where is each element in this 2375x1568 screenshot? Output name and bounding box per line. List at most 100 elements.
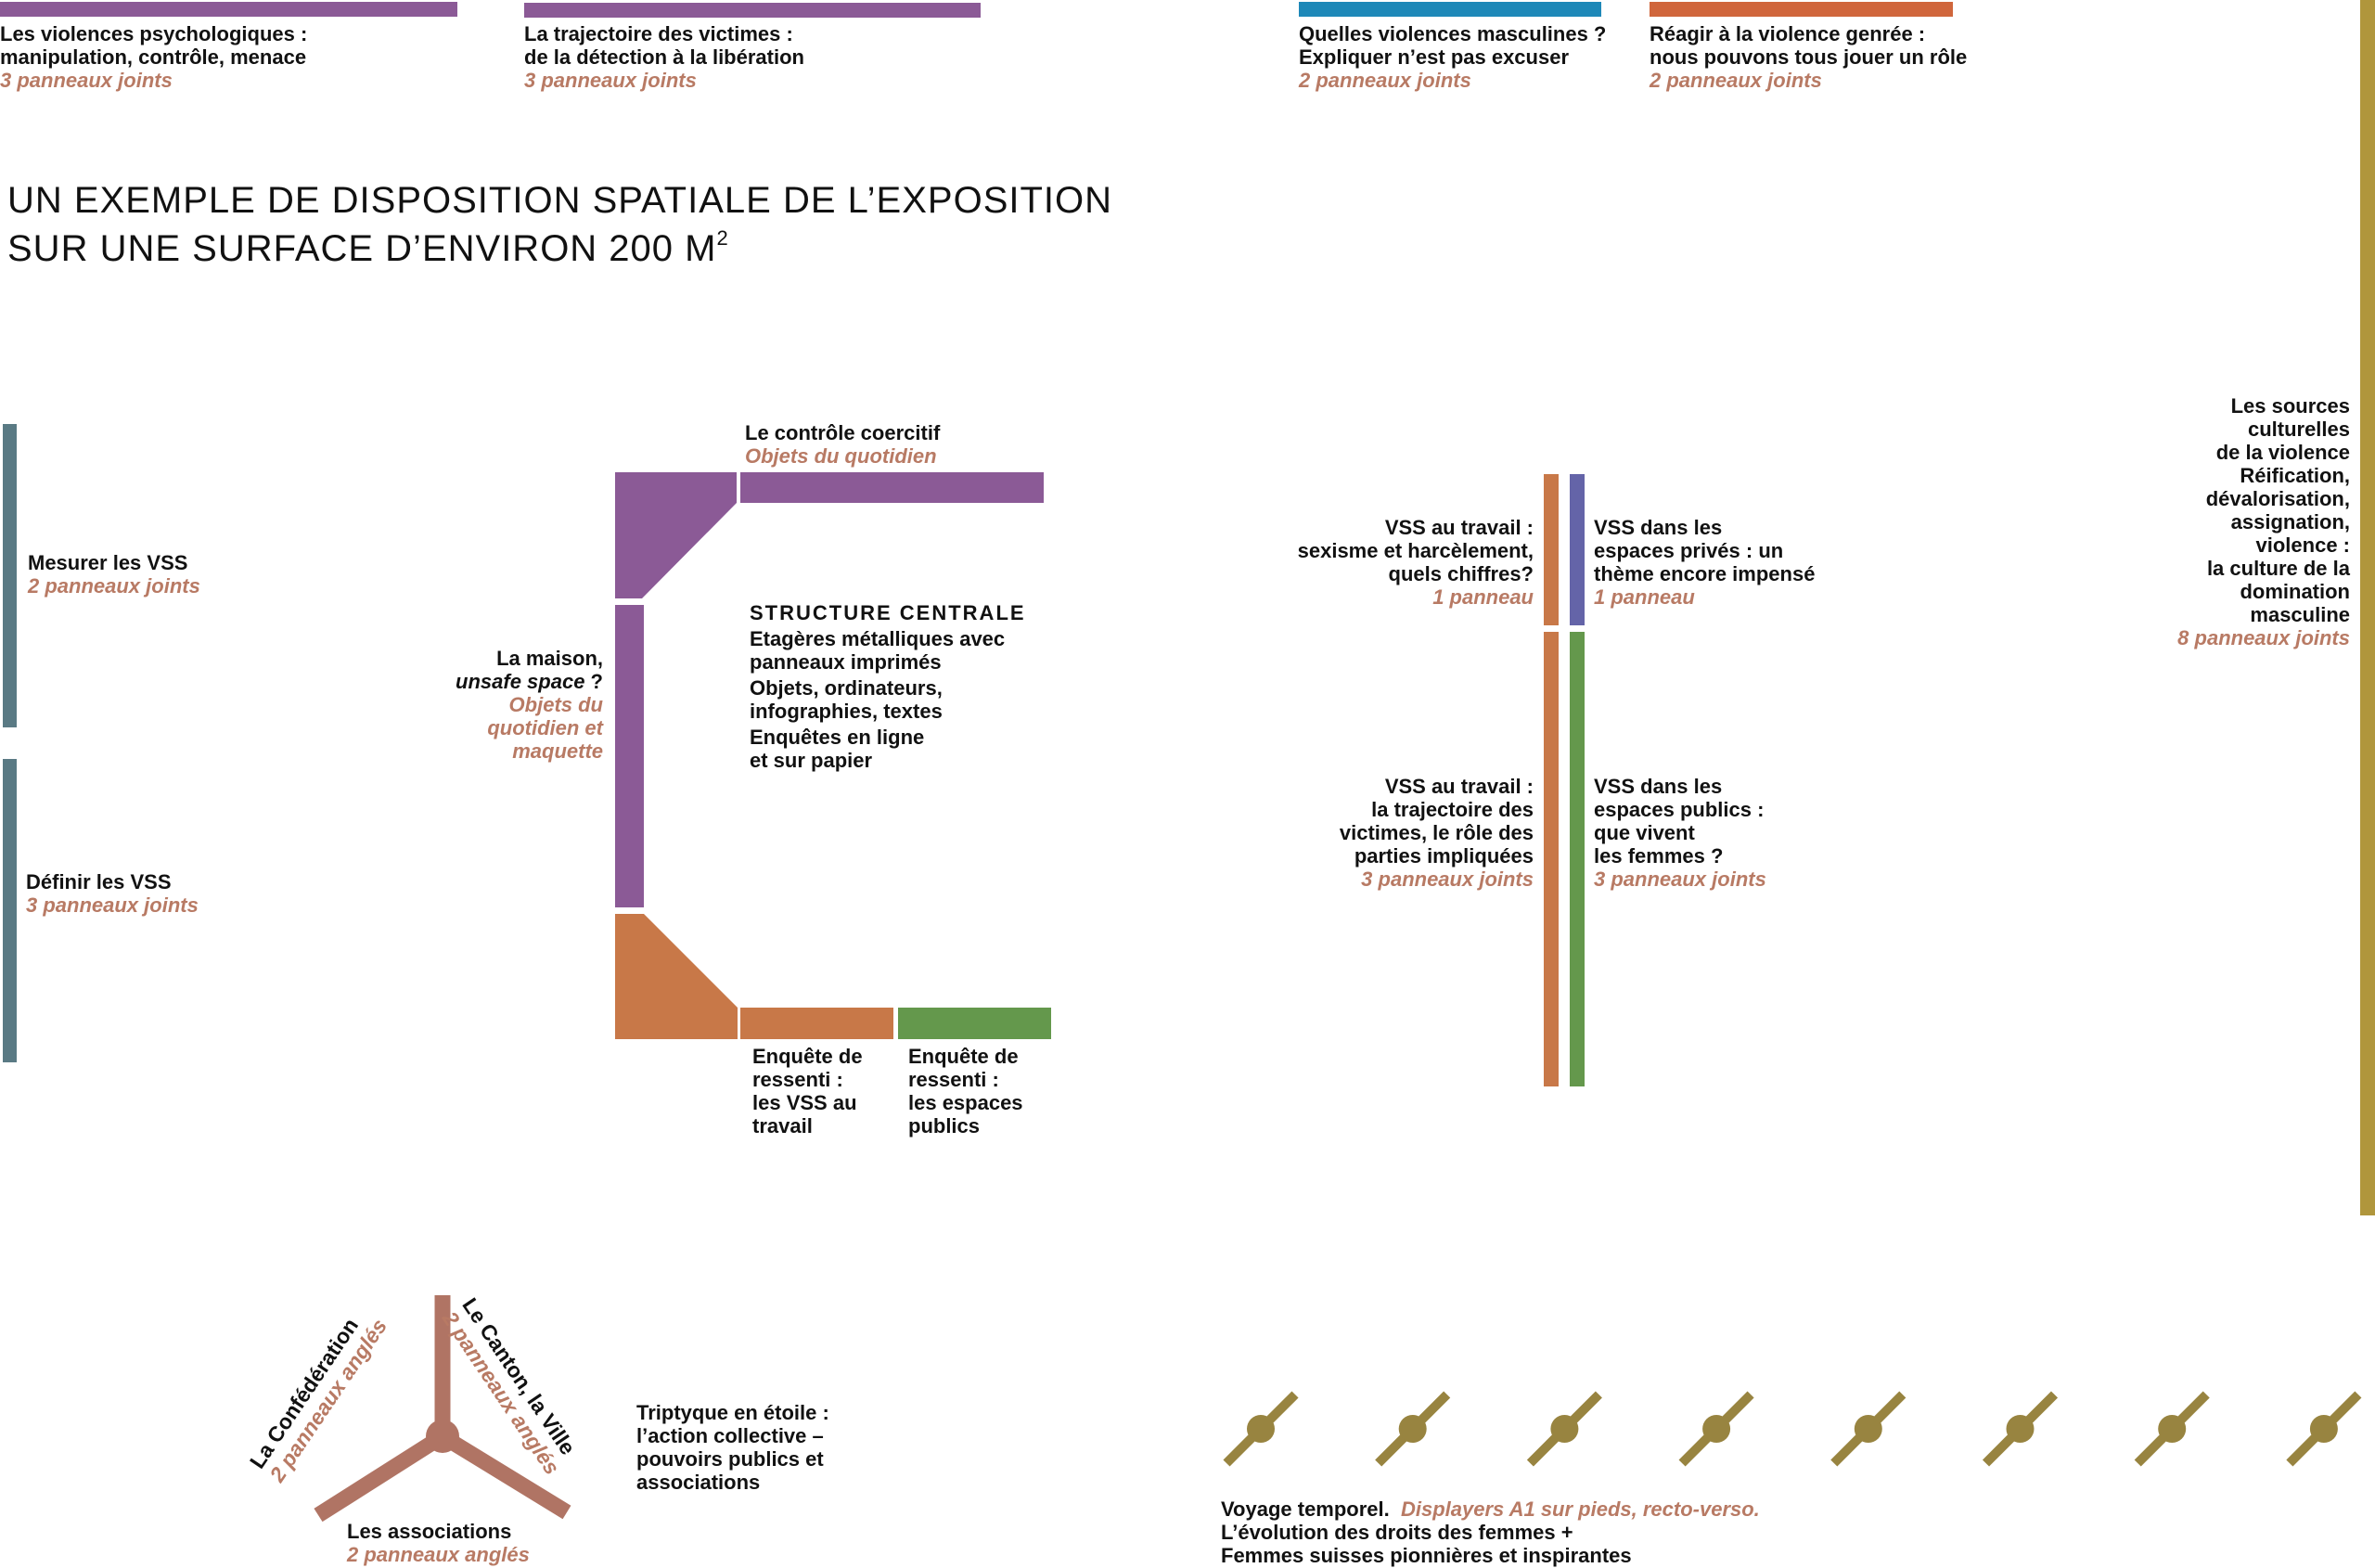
label-maison: La maison, unsafe space ? Objets du quot… <box>456 647 603 763</box>
label-line: assignation, <box>2230 510 2350 533</box>
label-line: domination <box>2240 580 2350 603</box>
title-line-2: SUR UNE SURFACE D’ENVIRON 200 M <box>7 228 717 269</box>
label-triptyque-caption: Triptyque en étoile :l’action collective… <box>636 1401 829 1494</box>
label-sub: 2 panneaux joints <box>1299 69 1471 92</box>
label-masculines: Quelles violences masculines ?Expliquer … <box>1299 22 1606 92</box>
label-line: masculine <box>2250 603 2350 626</box>
label-line: quels chiffres? <box>1388 562 1534 585</box>
label-line: La trajectoire des victimes : <box>524 22 793 45</box>
structure-item: et sur papier <box>750 749 873 772</box>
label-sub: 2 panneaux joints <box>1650 69 1822 92</box>
central-corner-top <box>615 472 737 598</box>
label-line: VSS dans les <box>1594 516 1723 539</box>
central-corner-bottom <box>615 914 738 1039</box>
displayer-icon <box>1982 1391 2059 1467</box>
label-sub: Displayers A1 sur pieds, recto-verso. <box>1401 1497 1760 1521</box>
label-voyage: Voyage temporel. Displayers A1 sur pieds… <box>1221 1497 1760 1567</box>
label-sub: 2 panneaux joints <box>28 574 200 598</box>
triptyque-star <box>314 1295 571 1523</box>
central-bar-coercitif <box>740 472 1044 503</box>
label-line: violence : <box>2255 533 2350 557</box>
label-line: ? <box>584 670 603 693</box>
panel-bar-psychologiques <box>0 2 457 17</box>
structure-item: Enquêtes en ligne <box>750 726 925 749</box>
structure-item: Objets, ordinateurs, <box>750 676 943 700</box>
label-line: que vivent <box>1594 821 1695 844</box>
label-line: Enquête de <box>752 1045 863 1068</box>
label-line: les VSS au <box>752 1091 857 1114</box>
displayer-icon <box>2134 1391 2210 1467</box>
label-line: Femmes suisses pionnières et inspirantes <box>1221 1544 1632 1567</box>
label-line: L’évolution des droits des femmes + <box>1221 1521 1573 1544</box>
label-line: associations <box>636 1471 761 1494</box>
label-line: Réagir à la violence genrée : <box>1650 22 1926 45</box>
label-psychologiques: Les violences psychologiques :manipulati… <box>0 22 307 92</box>
label-sub: maquette <box>512 739 603 763</box>
vss-bar-travail-chiffres <box>1544 474 1559 625</box>
central-bar-maison <box>615 605 644 907</box>
label-sub: 3 panneaux joints <box>26 893 199 917</box>
label-line: Voyage temporel. <box>1221 1497 1390 1521</box>
label-line: espaces publics : <box>1594 798 1765 821</box>
label-trajectoire: La trajectoire des victimes :de la détec… <box>524 22 804 92</box>
label-line: culturelles <box>2247 418 2350 441</box>
label-line: ressenti : <box>752 1068 843 1091</box>
panel-bar-mesurer <box>3 424 17 727</box>
displayer-icon <box>1830 1391 1906 1467</box>
label-line: espaces privés : un <box>1594 539 1784 562</box>
panel-bar-masculines <box>1299 2 1601 17</box>
displayer-icon <box>2286 1391 2362 1467</box>
label-line: VSS au travail : <box>1384 516 1534 539</box>
label-line: de la détection à la libération <box>524 45 804 69</box>
label-sub: Objets du <box>508 693 603 716</box>
label-line: manipulation, contrôle, menace <box>0 45 307 69</box>
label-line: ressenti : <box>908 1068 999 1091</box>
label-line: victimes, le rôle des <box>1339 821 1534 844</box>
panel-bar-trajectoire <box>524 3 981 18</box>
label-line: publics <box>908 1114 981 1137</box>
label-line: Quelles violences masculines ? <box>1299 22 1607 45</box>
panel-bar-sources <box>2360 0 2375 1215</box>
label-sub: 8 panneaux joints <box>2177 626 2350 649</box>
label-sub: 3 panneaux joints <box>524 69 697 92</box>
label-sub: quotidien et <box>487 716 603 739</box>
central-bar-enquete-publics <box>898 1008 1051 1039</box>
page-title: UN EXEMPLE DE DISPOSITION SPATIALE DE L’… <box>7 176 1112 273</box>
label-line: l’action collective – <box>636 1424 824 1447</box>
label-line: La maison, <box>496 647 603 670</box>
vss-bar-prives <box>1570 474 1585 625</box>
label-line: travail <box>752 1114 813 1137</box>
title-superscript: 2 <box>716 226 729 250</box>
label-line: parties impliquées <box>1354 844 1534 868</box>
structure-item: panneaux imprimés <box>750 650 942 674</box>
label-line: Réification, <box>2240 464 2350 487</box>
label-sub: 2 panneaux anglés <box>347 1543 530 1566</box>
label-line-italic: unsafe space <box>456 670 585 693</box>
displayers-row <box>1223 1391 2362 1467</box>
label-sub: Objets du quotidien <box>745 444 937 468</box>
displayer-icon <box>1678 1391 1754 1467</box>
label-sub: 3 panneaux joints <box>1594 868 1766 891</box>
displayer-icon <box>1375 1391 1451 1467</box>
structure-item: infographies, textes <box>750 700 943 723</box>
label-line: les femmes ? <box>1594 844 1724 868</box>
label-line: Les violences psychologiques : <box>0 22 308 45</box>
label-line: VSS au travail : <box>1384 775 1534 798</box>
label-line: Définir les VSS <box>26 870 172 893</box>
structure-item: Etagères métalliques avec <box>750 627 1006 650</box>
label-reagir: Réagir à la violence genrée :nous pouvon… <box>1650 22 1967 92</box>
label-line: Le contrôle coercitif <box>745 421 941 444</box>
title-line-1: UN EXEMPLE DE DISPOSITION SPATIALE DE L’… <box>7 180 1113 221</box>
vss-bar-travail-trajectoire <box>1544 632 1559 1086</box>
label-line: Triptyque en étoile : <box>636 1401 829 1424</box>
label-line: les espaces <box>908 1091 1023 1114</box>
